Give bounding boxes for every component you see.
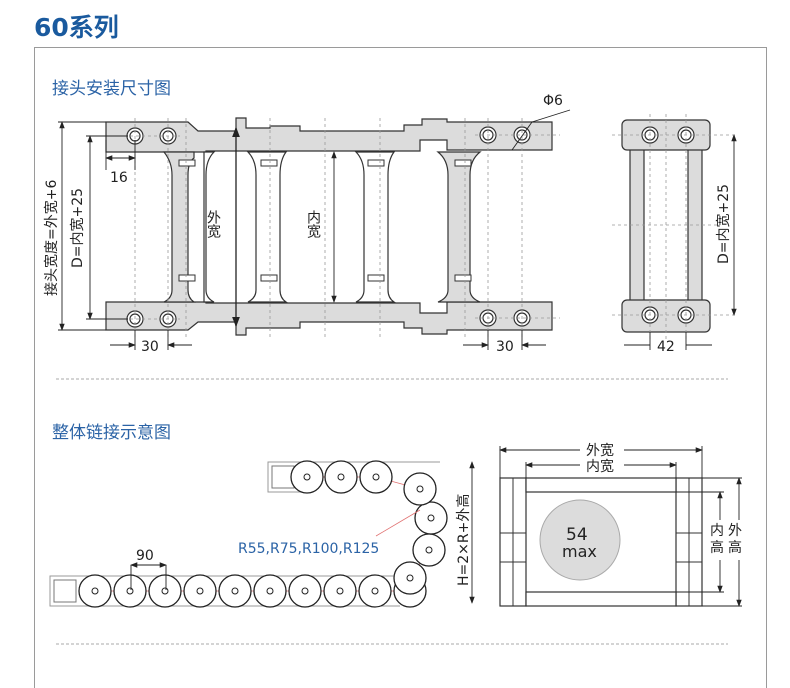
chain-pin (231, 587, 239, 595)
chain-pin (372, 473, 380, 481)
side-width-label: 42 (657, 339, 675, 355)
max-cable-value: 54 (566, 525, 588, 545)
max-cable-circle (539, 499, 621, 581)
chain-pin (196, 587, 204, 595)
height-formula: H=2×R+外高 (455, 494, 472, 586)
top-rail (105, 117, 553, 153)
outer-height-label-1: 外 (728, 523, 742, 539)
chain-pin (406, 574, 414, 582)
inner-height-label-1: 内 (710, 523, 724, 539)
side-d-formula: D=内宽+25 (715, 184, 732, 264)
inner-height-label-2: 高 (710, 539, 724, 556)
inner-width-label: 内宽 (305, 210, 321, 239)
chain-labels: 90 R55,R75,R100,R125 H=2×R+外高 (130, 461, 475, 604)
chain-pin (303, 473, 311, 481)
chain-pin (427, 514, 435, 522)
crossbar (246, 151, 288, 303)
chain-pin (161, 587, 169, 595)
cross-section: 54 max 外宽 内宽 内 高 外 高 (499, 440, 748, 607)
chain-pin (416, 485, 424, 493)
outer-height-label-2: 高 (728, 539, 742, 556)
chain-assembly (49, 460, 448, 608)
chain-pin (266, 587, 274, 595)
pitch-right-label: 30 (496, 339, 514, 355)
mounting-side-view: D=内宽+25 42 (612, 114, 738, 355)
chain-pin (425, 546, 433, 554)
section-title-mounting: 接头安装尺寸图 (52, 79, 171, 99)
crossbar (354, 151, 396, 303)
diagram-frame (34, 47, 767, 688)
outer-width-label: 外宽 (205, 210, 221, 239)
radius-line (375, 509, 421, 537)
max-cable-unit: max (562, 542, 597, 561)
crossbar-edge (203, 151, 216, 303)
offset-label: 16 (110, 170, 128, 186)
link-pitch-label: 90 (136, 548, 154, 564)
pitch-left-label: 30 (141, 339, 159, 355)
chain-pin (371, 587, 379, 595)
technical-drawing: Φ6 16 30 30 接头宽度=外宽+6 D=内宽+25 外宽 内宽 (43, 93, 748, 645)
chain-pin (337, 473, 345, 481)
end-bracket-inner (53, 579, 77, 603)
section-title-assembly: 整体链接示意图 (52, 423, 171, 443)
chain-pin (91, 587, 99, 595)
hole-diameter-label: Φ6 (543, 93, 563, 109)
chain-pin (301, 587, 309, 595)
outer-width-label: 外宽 (586, 442, 614, 459)
chain-pin (336, 587, 344, 595)
mounting-top-view: Φ6 16 30 30 接头宽度=外宽+6 D=内宽+25 外宽 内宽 (43, 93, 571, 355)
bend-radii-label: R55,R75,R100,R125 (238, 541, 379, 557)
chain-centerline (95, 476, 432, 592)
chain-pin (126, 587, 134, 595)
page-title: 60系列 (34, 13, 119, 42)
d-formula: D=内宽+25 (69, 188, 86, 268)
inner-width-label: 内宽 (586, 458, 614, 475)
bracket-width-formula: 接头宽度=外宽+6 (43, 180, 60, 296)
